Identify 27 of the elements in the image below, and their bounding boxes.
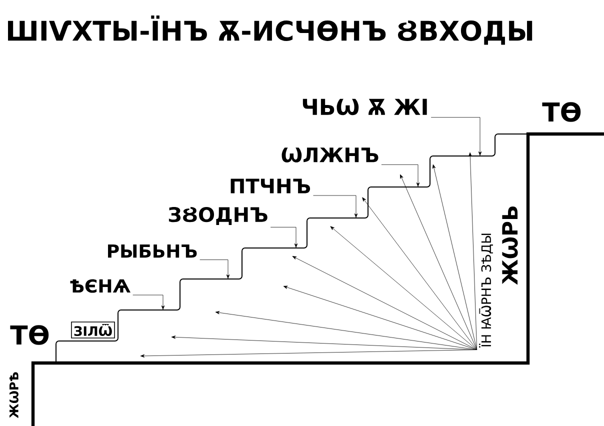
leader-arrow bbox=[132, 294, 165, 310]
leader-arrow bbox=[270, 227, 298, 248]
step-label: ЧЬѠ Ѫ ЖІ bbox=[302, 98, 427, 116]
arrow bbox=[171, 336, 478, 350]
step-label: ЗȢОДНЪ bbox=[168, 207, 268, 225]
vertical-label: ЖѠРЬ bbox=[502, 206, 518, 285]
arrow bbox=[283, 286, 478, 350]
symbol-label: ТѲ bbox=[542, 102, 581, 122]
step-label: РЫБЬНЪ bbox=[108, 244, 197, 258]
vertical-label: ЖѠРѢ bbox=[10, 372, 18, 418]
leader-arrow bbox=[313, 195, 358, 218]
step-label: ѢЄНѦ bbox=[70, 279, 130, 293]
leader-arrow bbox=[381, 164, 420, 187]
arrow bbox=[292, 256, 478, 350]
leader-arrow bbox=[200, 260, 230, 279]
arrow bbox=[330, 226, 478, 350]
title: ШІѴХТЫ-ЇНЪ Ѫ-ИСЧѲНЪ ȢВХОДЫ bbox=[8, 16, 532, 45]
arrow bbox=[362, 197, 478, 350]
arrow bbox=[432, 164, 478, 350]
vertical-label: ЇН ꙖѾРНЪ ЗѢДЫ bbox=[479, 234, 493, 348]
leader-arrow bbox=[430, 117, 482, 156]
step-label: ПТЧНЪ bbox=[230, 178, 310, 194]
arrow bbox=[468, 152, 478, 350]
arrow bbox=[215, 311, 478, 350]
step-label: ѠЛЖНЪ bbox=[282, 148, 378, 162]
arrow bbox=[400, 174, 478, 350]
framed-label: ЗІЛѾ bbox=[71, 322, 115, 338]
